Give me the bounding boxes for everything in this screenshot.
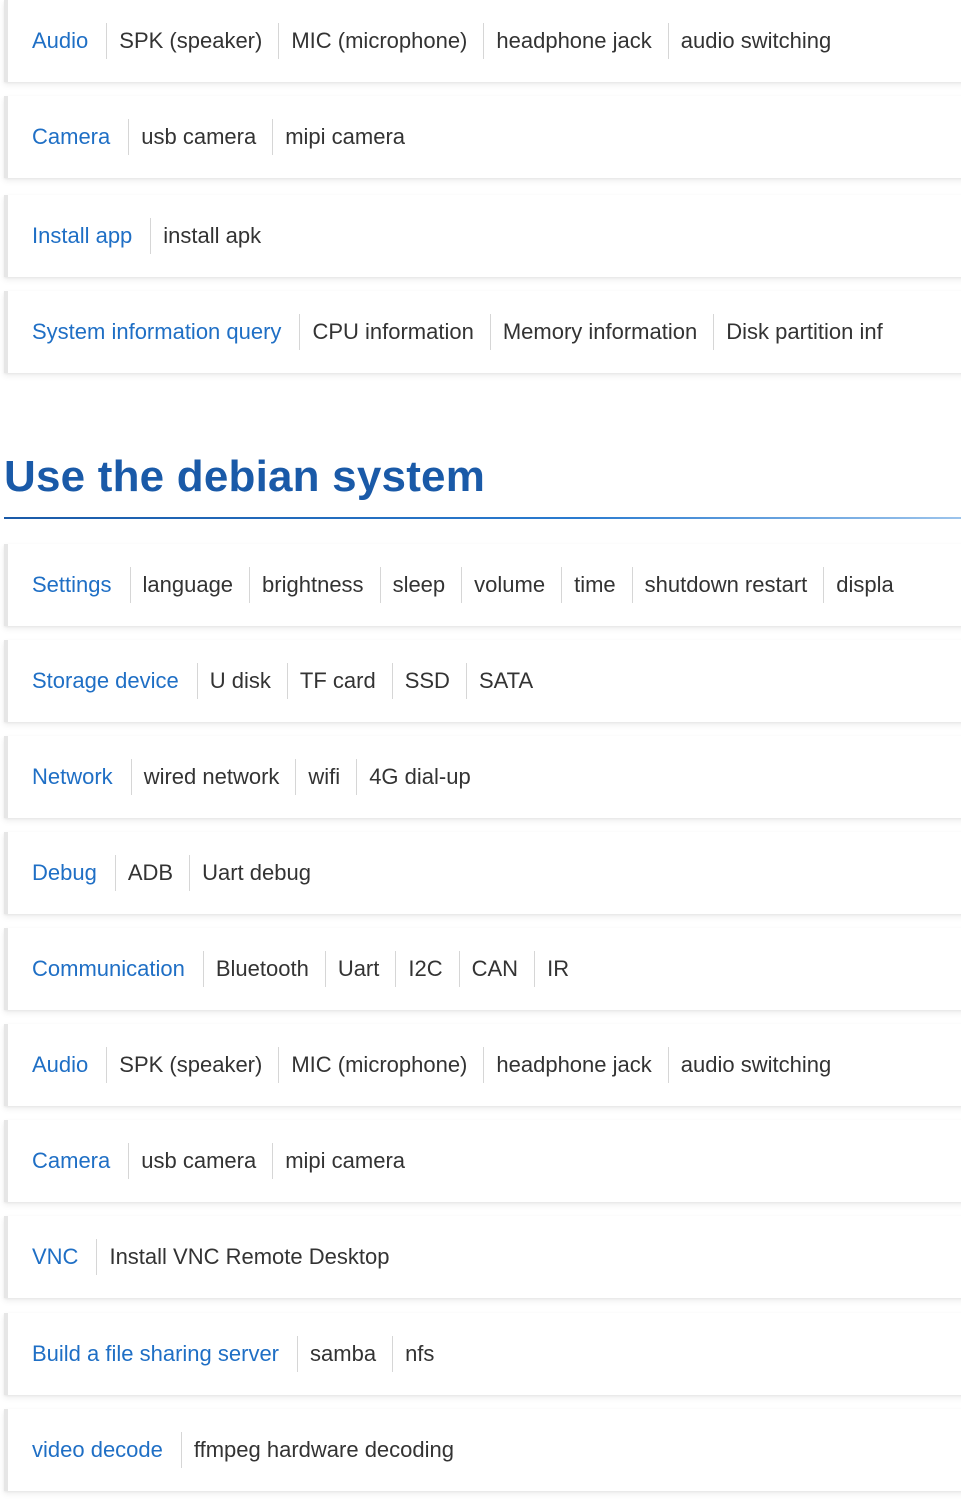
- row-video-decode: video decode ffmpeg hardware decoding: [4, 1409, 961, 1491]
- audio-headphone-jack-link[interactable]: headphone jack: [484, 23, 669, 59]
- category-install-app-link[interactable]: Install app: [8, 218, 152, 254]
- category-network-link[interactable]: Network: [8, 759, 132, 795]
- category-camera-debian-link[interactable]: Camera: [8, 1143, 130, 1179]
- memory-info-link[interactable]: Memory information: [491, 314, 715, 350]
- row-audio: Audio SPK (speaker) MIC (microphone) hea…: [4, 0, 961, 82]
- settings-display-link[interactable]: displa: [836, 572, 894, 597]
- category-video-decode-link[interactable]: video decode: [8, 1432, 182, 1468]
- category-debug-link[interactable]: Debug: [8, 855, 116, 891]
- audio-mic-link[interactable]: MIC (microphone): [279, 23, 485, 59]
- install-vnc-link[interactable]: Install VNC Remote Desktop: [109, 1244, 390, 1269]
- row-network: Network wired network wifi 4G dial-up: [4, 736, 961, 818]
- comm-uart-link[interactable]: Uart: [326, 951, 397, 987]
- debian-audio-headphone-jack-link[interactable]: headphone jack: [484, 1047, 669, 1083]
- row-communication: Communication Bluetooth Uart I2C CAN IR: [4, 928, 961, 1010]
- category-storage-device-link[interactable]: Storage device: [8, 663, 198, 699]
- settings-time-link[interactable]: time: [562, 567, 633, 603]
- debian-audio-spk-link[interactable]: SPK (speaker): [107, 1047, 280, 1083]
- comm-ir-link[interactable]: IR: [547, 956, 570, 981]
- row-camera: Camera usb camera mipi camera: [4, 96, 961, 178]
- category-audio-link[interactable]: Audio: [8, 23, 108, 59]
- storage-sata-link[interactable]: SATA: [478, 668, 534, 693]
- camera-usb-link[interactable]: usb camera: [129, 119, 274, 155]
- row-install-app: Install app install apk: [4, 195, 961, 277]
- network-wired-link[interactable]: wired network: [132, 759, 297, 795]
- comm-can-link[interactable]: CAN: [460, 951, 536, 987]
- comm-i2c-link[interactable]: I2C: [396, 951, 460, 987]
- debug-adb-link[interactable]: ADB: [116, 855, 191, 891]
- settings-sleep-link[interactable]: sleep: [381, 567, 463, 603]
- storage-tf-card-link[interactable]: TF card: [288, 663, 393, 699]
- category-vnc-link[interactable]: VNC: [8, 1239, 98, 1275]
- row-system-info: System information query CPU information…: [4, 291, 961, 373]
- settings-shutdown-restart-link[interactable]: shutdown restart: [633, 567, 825, 603]
- row-audio-debian: Audio SPK (speaker) MIC (microphone) hea…: [4, 1024, 961, 1106]
- settings-volume-link[interactable]: volume: [462, 567, 563, 603]
- debian-camera-usb-link[interactable]: usb camera: [129, 1143, 274, 1179]
- category-audio-debian-link[interactable]: Audio: [8, 1047, 108, 1083]
- cpu-info-link[interactable]: CPU information: [300, 314, 491, 350]
- install-apk-link[interactable]: install apk: [163, 223, 262, 248]
- audio-spk-link[interactable]: SPK (speaker): [107, 23, 280, 59]
- row-file-sharing: Build a file sharing server samba nfs: [4, 1313, 961, 1395]
- debian-audio-switching-link[interactable]: audio switching: [680, 1052, 832, 1077]
- ffmpeg-hw-decoding-link[interactable]: ffmpeg hardware decoding: [193, 1437, 454, 1462]
- debian-audio-mic-link[interactable]: MIC (microphone): [279, 1047, 485, 1083]
- category-settings-link[interactable]: Settings: [8, 567, 131, 603]
- section-title-debian: Use the debian system: [4, 452, 486, 501]
- file-sharing-nfs-link[interactable]: nfs: [405, 1341, 435, 1366]
- comm-bluetooth-link[interactable]: Bluetooth: [204, 951, 326, 987]
- storage-ssd-link[interactable]: SSD: [393, 663, 467, 699]
- row-camera-debian: Camera usb camera mipi camera: [4, 1120, 961, 1202]
- category-communication-link[interactable]: Communication: [8, 951, 204, 987]
- row-vnc: VNC Install VNC Remote Desktop: [4, 1216, 961, 1298]
- debian-camera-mipi-link[interactable]: mipi camera: [285, 1148, 406, 1173]
- network-wifi-link[interactable]: wifi: [296, 759, 358, 795]
- disk-partition-info-link[interactable]: Disk partition inf: [726, 319, 883, 344]
- row-debug: Debug ADB Uart debug: [4, 832, 961, 914]
- network-4g-dialup-link[interactable]: 4G dial-up: [369, 764, 471, 789]
- row-storage-device: Storage device U disk TF card SSD SATA: [4, 640, 961, 722]
- file-sharing-samba-link[interactable]: samba: [298, 1336, 394, 1372]
- camera-mipi-link[interactable]: mipi camera: [285, 124, 406, 149]
- debug-uart-link[interactable]: Uart debug: [202, 860, 311, 885]
- storage-u-disk-link[interactable]: U disk: [198, 663, 288, 699]
- settings-brightness-link[interactable]: brightness: [250, 567, 381, 603]
- section-divider: [4, 517, 961, 519]
- category-camera-link[interactable]: Camera: [8, 119, 130, 155]
- row-settings: Settings language brightness sleep volum…: [4, 544, 961, 626]
- audio-switching-link[interactable]: audio switching: [680, 28, 832, 53]
- category-system-info-link[interactable]: System information query: [8, 314, 301, 350]
- settings-language-link[interactable]: language: [131, 567, 251, 603]
- category-file-sharing-link[interactable]: Build a file sharing server: [8, 1336, 299, 1372]
